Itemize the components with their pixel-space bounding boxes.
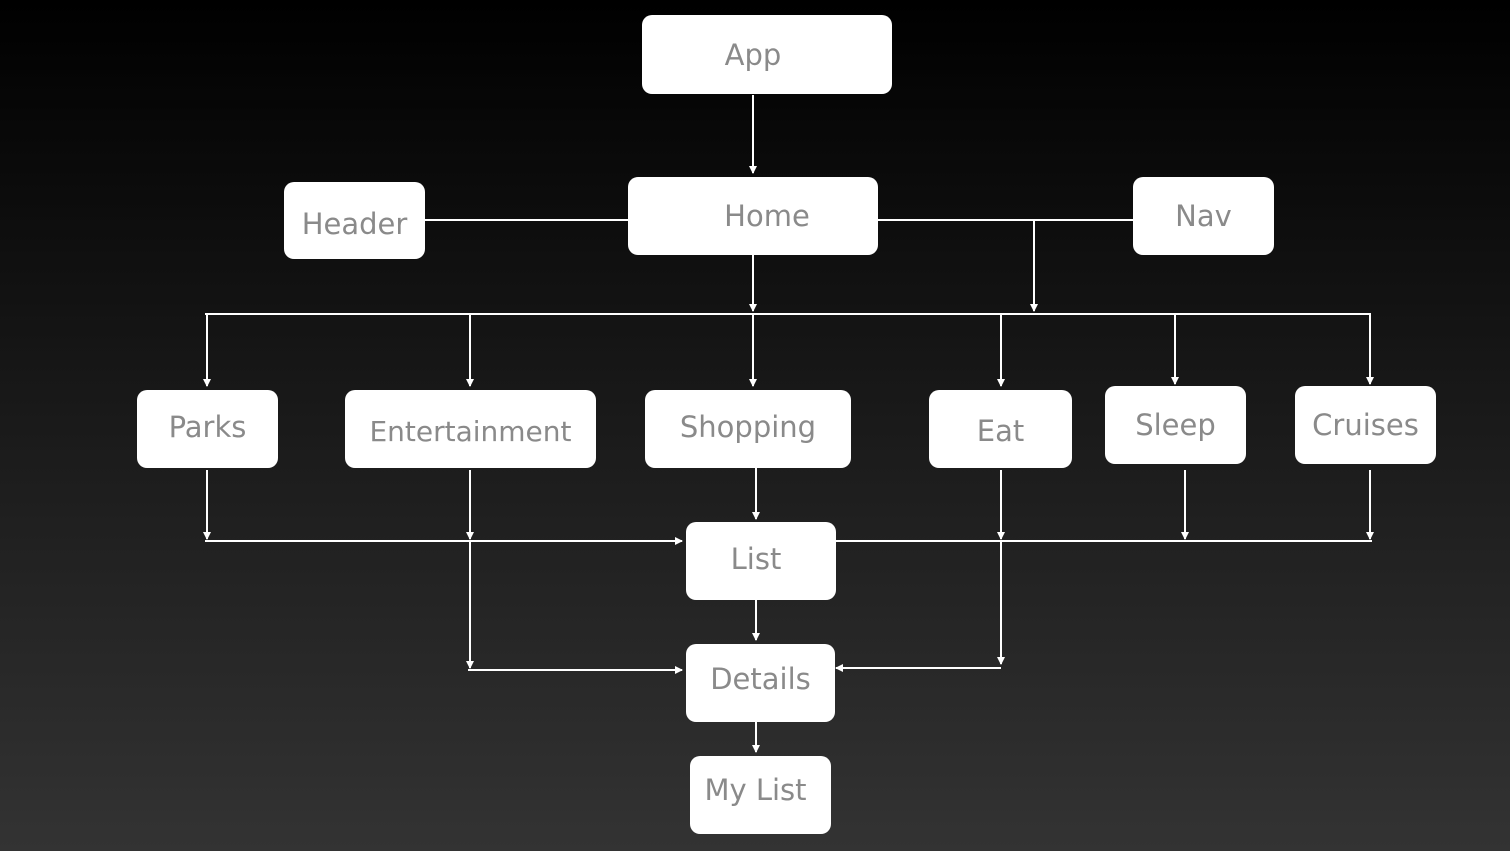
node-header-label: Header xyxy=(301,206,408,241)
node-sleep-label: Sleep xyxy=(1135,408,1216,442)
node-shopping-label: Shopping xyxy=(679,410,817,444)
node-app-label: App xyxy=(724,37,782,72)
node-eat[interactable]: Eat xyxy=(929,390,1072,468)
node-details-label: Details xyxy=(710,662,811,696)
node-home[interactable]: Home xyxy=(628,177,878,255)
node-my-list-label: My List xyxy=(704,773,807,807)
node-nav[interactable]: Nav xyxy=(1133,177,1274,255)
node-parks[interactable]: Parks xyxy=(137,390,278,468)
node-shopping[interactable]: Shopping xyxy=(645,390,851,468)
node-details[interactable]: Details xyxy=(686,644,835,722)
node-list[interactable]: List xyxy=(686,522,836,600)
node-parks-label: Parks xyxy=(168,410,247,444)
node-sleep[interactable]: Sleep xyxy=(1105,386,1246,464)
node-cruises-label: Cruises xyxy=(1312,408,1419,442)
node-entertainment-label: Entertainment xyxy=(369,414,572,448)
node-my-list[interactable]: My List xyxy=(690,756,831,834)
node-app[interactable]: App xyxy=(642,15,892,94)
node-home-label: Home xyxy=(724,199,810,233)
node-eat-label: Eat xyxy=(976,414,1025,448)
node-nav-label: Nav xyxy=(1175,199,1232,233)
node-entertainment[interactable]: Entertainment xyxy=(345,390,596,468)
node-header[interactable]: Header xyxy=(284,182,425,259)
node-cruises[interactable]: Cruises xyxy=(1295,386,1436,464)
node-list-label: List xyxy=(730,542,782,576)
